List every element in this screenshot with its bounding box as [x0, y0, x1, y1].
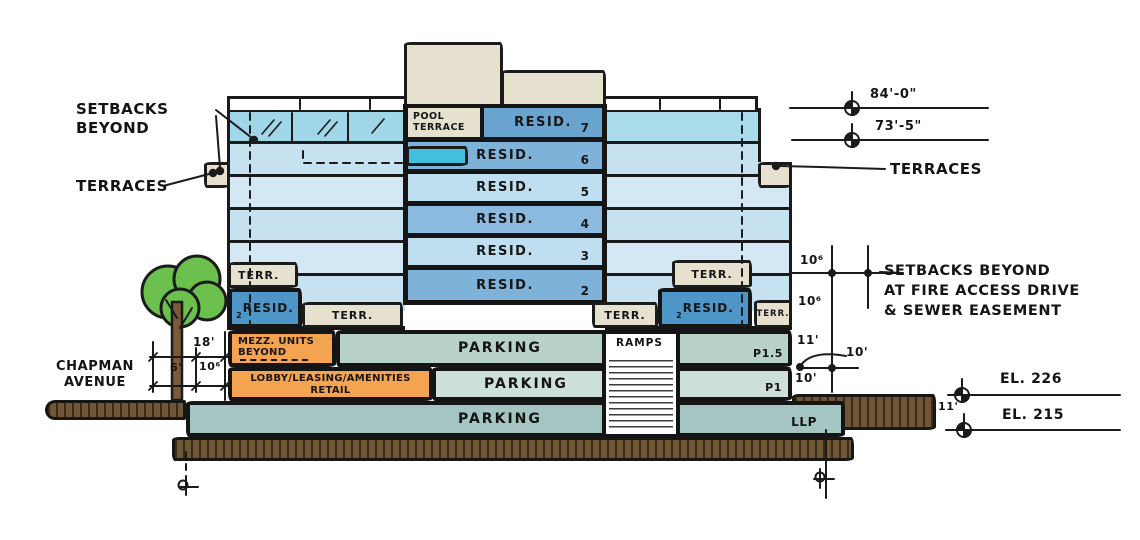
terr-label: TERR.	[604, 308, 646, 322]
terr-box-right: TERR.	[672, 260, 752, 288]
dim-floor-a: 10⁶	[800, 253, 824, 267]
floor-label: RESID.	[476, 180, 534, 195]
floor-number: 2	[580, 284, 589, 298]
resid-sub: 2	[236, 311, 243, 320]
parking-label: PARKING	[484, 376, 568, 392]
right-upper-setback-cut	[758, 108, 794, 162]
terr-label: TERR.	[691, 267, 733, 281]
resid-label: RESID.	[682, 301, 734, 315]
datum-symbol-icon	[955, 413, 973, 439]
terraces-left-note: TERRACES	[76, 177, 169, 195]
parking-code: P1.5	[753, 347, 783, 361]
floor-number: 6	[580, 153, 589, 167]
floor-7: POOL TERRACE RESID. 7	[408, 108, 602, 142]
parking-code: P1	[765, 381, 782, 395]
glass-band-left	[230, 112, 405, 144]
floor-label: RESID.	[476, 277, 534, 293]
resid-label: RESID.	[242, 301, 294, 315]
street-line: CHAPMAN	[55, 359, 135, 374]
terr-label: TERR.	[756, 309, 790, 319]
pool-terrace-cell: POOL TERRACE	[408, 108, 484, 137]
terr-strip-left: TERR.	[302, 302, 403, 328]
floor-number: 7	[580, 121, 589, 135]
dim-floor-b: 10⁶	[798, 294, 822, 308]
floor-5: RESID. 5	[408, 174, 602, 206]
dim-walk: 6'	[170, 361, 183, 374]
terrace-notch-right	[758, 162, 792, 188]
parking-label: PARKING	[458, 411, 542, 427]
terr-small-right: TERR.	[754, 300, 792, 328]
terraces-right-note: TERRACES	[890, 160, 983, 178]
resid-sub: 2	[676, 311, 683, 320]
mezz-dashed-line	[240, 359, 308, 361]
ramp-shaft: RAMPS	[602, 334, 680, 434]
datum-symbol-icon	[953, 378, 971, 404]
floor-number: 5	[580, 185, 589, 199]
street-elevation-label: EL. 226	[1000, 371, 1063, 387]
dim-p1: 10'	[795, 371, 818, 385]
note-line: SETBACKS	[76, 100, 169, 118]
datum-symbol-icon	[843, 123, 861, 149]
parking-p15-band: PARKING P1.5	[336, 330, 792, 367]
floor-label: RESID.	[476, 212, 534, 227]
floor-3: RESID. 3	[408, 238, 602, 270]
core-tower: POOL TERRACE RESID. 7 RESID. 6 RESID. 5 …	[403, 104, 607, 305]
setbacks-beyond-right-note: SETBACKS BEYOND AT FIRE ACCESS DRIVE & S…	[884, 261, 1080, 321]
floor7-elevation-label: 73'-5"	[875, 119, 922, 134]
pool-label-line2: TERRACE	[413, 122, 465, 133]
street-line: AVENUE	[63, 375, 127, 391]
ramps-label: RAMPS	[616, 337, 663, 349]
dim-total-left: 18'	[193, 335, 216, 349]
pool-water	[406, 146, 468, 166]
floor-label: RESID.	[476, 244, 534, 259]
parking-llp-band: PARKING LLP	[186, 401, 845, 437]
lower-elevation-label: EL. 215	[1002, 407, 1065, 423]
lobby-line2: RETAIL	[310, 385, 351, 396]
floor-number: 4	[580, 217, 589, 231]
floor-label: RESID.	[514, 115, 572, 130]
note-line: & SEWER EASEMENT	[884, 303, 1062, 319]
floor-4: RESID. 4	[408, 206, 602, 238]
resid-box-left: 2 RESID.	[228, 288, 302, 328]
roof-elevation-label: 84'-0"	[870, 87, 917, 102]
terr-label: TERR.	[238, 268, 280, 282]
datum-symbol-icon	[843, 91, 861, 117]
note-line: BEYOND	[76, 118, 150, 137]
floor-label: RESID.	[476, 148, 534, 163]
mezz-units-box: MEZZ. UNITS BEYOND	[228, 330, 336, 367]
setbacks-beyond-left-note: SETBACKS BEYOND	[76, 100, 169, 138]
sidewalk-left	[45, 400, 186, 420]
terrace-notch-left	[204, 162, 230, 188]
dim-p1-leader: 10'	[846, 345, 869, 359]
dim-ground-left: 10⁶	[199, 360, 221, 373]
dim-ground-right: 11'	[797, 333, 820, 347]
lobby-line1: LOBBY/LEASING/AMENITIES	[250, 373, 411, 384]
terr-strip-right: TERR.	[592, 302, 658, 328]
floor-2: RESID. 2	[408, 270, 602, 300]
parking-label: PARKING	[458, 340, 542, 356]
terr-box-left: TERR.	[228, 262, 298, 288]
ground-right	[792, 394, 936, 430]
resid-box-right: 2 RESID.	[658, 288, 752, 328]
terr-label: TERR.	[331, 308, 374, 322]
pool-label-line1: POOL	[413, 111, 445, 122]
tree-icon	[140, 254, 228, 402]
mezz-line1: MEZZ. UNITS	[238, 336, 315, 347]
ramp-hatch	[609, 360, 673, 430]
mezz-line2: BEYOND	[238, 347, 287, 358]
floor-number: 3	[580, 249, 589, 263]
note-line: AT FIRE ACCESS DRIVE	[884, 283, 1080, 299]
dim-basement: 11'	[938, 400, 959, 413]
foundation	[172, 437, 854, 461]
lobby-box: LOBBY/LEASING/AMENITIES RETAIL	[228, 367, 433, 401]
note-line: SETBACKS BEYOND	[884, 263, 1051, 279]
parking-code: LLP	[791, 415, 817, 429]
chapman-avenue-note: CHAPMAN AVENUE	[48, 359, 142, 392]
